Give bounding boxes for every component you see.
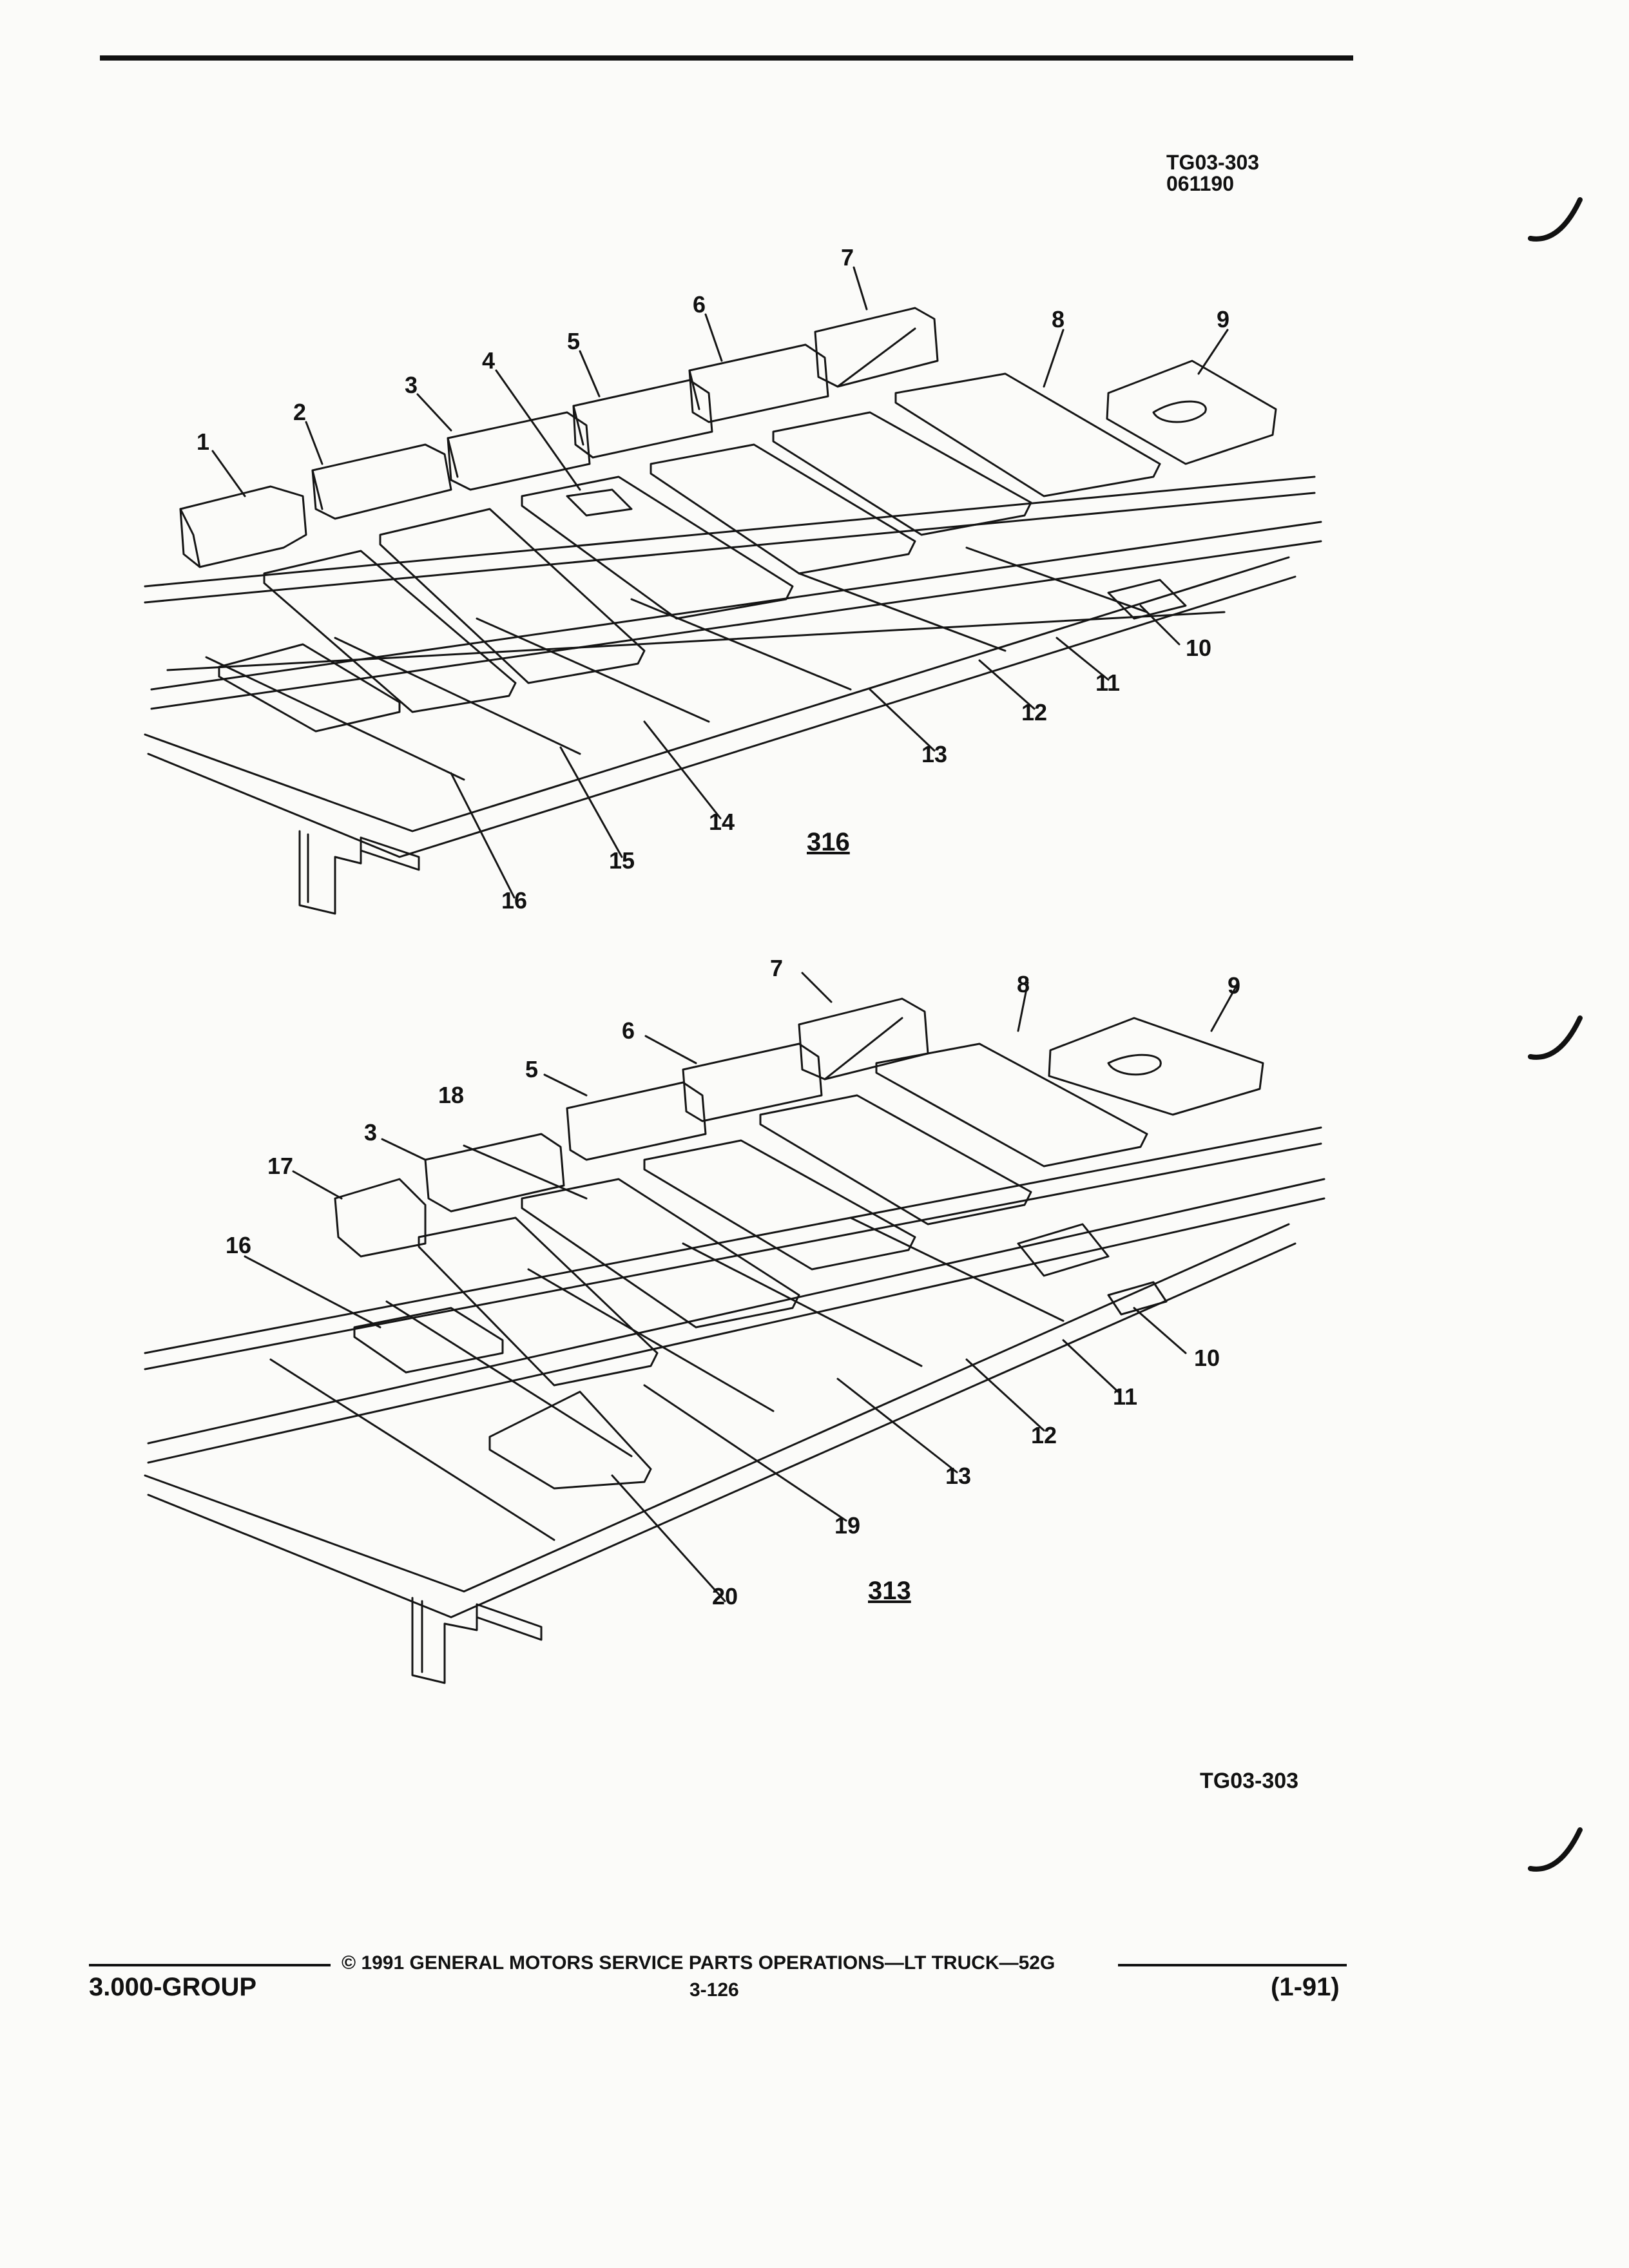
- footer-copyright: © 1991 GENERAL MOTORS SERVICE PARTS OPER…: [342, 1952, 1055, 1974]
- view-316-drawing: [144, 307, 1322, 915]
- footer-revision: (1-91): [1271, 1973, 1340, 2001]
- callout-8: 8: [1017, 971, 1030, 997]
- callout-3: 3: [405, 372, 418, 398]
- callout-17: 17: [267, 1153, 293, 1179]
- callout-11: 11: [1113, 1383, 1137, 1410]
- footer-rule-left: [89, 1964, 331, 1966]
- callout-13: 13: [945, 1463, 971, 1489]
- callout-7: 7: [770, 955, 783, 981]
- callout-9: 9: [1217, 306, 1229, 332]
- binder-mark-middle: [1528, 1015, 1583, 1060]
- callout-10: 10: [1186, 635, 1211, 661]
- callout-4: 4: [482, 347, 495, 374]
- callout-15: 15: [609, 847, 635, 874]
- callout-20: 20: [712, 1583, 738, 1610]
- callout-6: 6: [693, 291, 706, 318]
- view-label-313: 313: [868, 1577, 911, 1605]
- footer-page-number: 3-126: [689, 1979, 739, 2001]
- callout-16: 16: [226, 1232, 251, 1258]
- figure-id-block: TG03-303 061190: [1166, 152, 1259, 195]
- callout-8: 8: [1052, 306, 1065, 332]
- footer-group: 3.000-GROUP: [89, 1973, 257, 2001]
- binder-mark-bottom: [1528, 1827, 1583, 1872]
- callout-12: 12: [1031, 1422, 1057, 1448]
- callout-5: 5: [525, 1056, 538, 1082]
- figure-id-bottom: TG03-303: [1200, 1769, 1299, 1793]
- view-313-drawing: [144, 997, 1325, 1684]
- callout-18: 18: [438, 1082, 464, 1108]
- callout-5: 5: [567, 328, 580, 354]
- callout-1: 1: [197, 428, 209, 455]
- footer-rule-right: [1118, 1964, 1347, 1966]
- callout-7: 7: [841, 244, 854, 271]
- callout-12: 12: [1021, 699, 1047, 726]
- callout-6: 6: [622, 1017, 635, 1044]
- view-313-leaders: [244, 972, 1239, 1602]
- callout-13: 13: [921, 741, 947, 767]
- callout-16: 16: [501, 887, 527, 914]
- callout-11: 11: [1095, 669, 1120, 696]
- figure-date-code: 061190: [1166, 172, 1235, 195]
- view-316-leaders: [211, 266, 1229, 899]
- callout-19: 19: [834, 1512, 860, 1539]
- figure-id: TG03-303: [1166, 151, 1260, 174]
- top-rule: [100, 55, 1353, 61]
- view-313-callouts: 7 8 9 6 5 18 3 17 16 10 11 12 13 19 20 3…: [226, 955, 1240, 1610]
- footer-center: © 1991 GENERAL MOTORS SERVICE PARTS OPER…: [342, 1952, 1108, 2001]
- callout-10: 10: [1194, 1345, 1220, 1371]
- callout-9: 9: [1228, 972, 1240, 999]
- binder-mark-top: [1528, 197, 1583, 242]
- view-316-callouts: 1 2 3 4 5 6 7 8 9 10 11 12 13 14 15 16 3…: [197, 244, 1229, 914]
- view-label-316: 316: [807, 828, 850, 856]
- callout-14: 14: [709, 809, 735, 835]
- callout-2: 2: [293, 399, 306, 425]
- callout-3: 3: [364, 1119, 377, 1146]
